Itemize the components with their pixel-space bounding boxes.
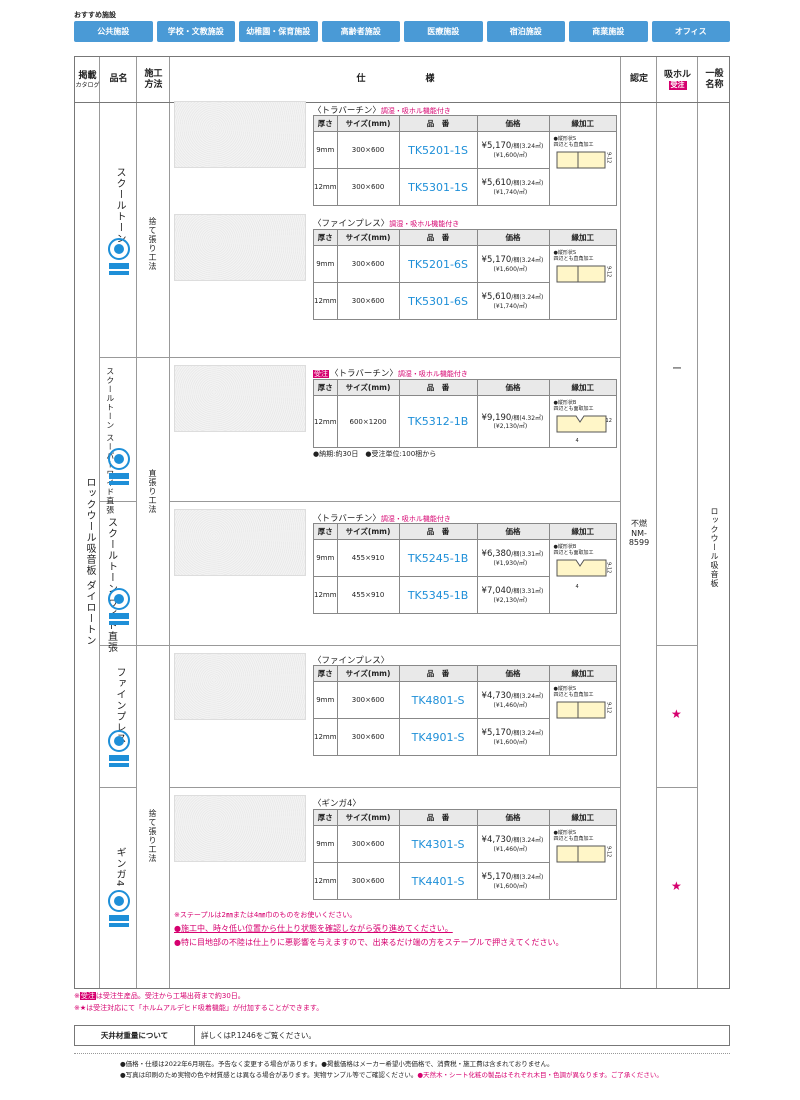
col-spec (170, 57, 621, 988)
recommended-facilities-label: おすすめ施設 (74, 11, 116, 19)
divider-1 (100, 357, 621, 358)
product-title: 〈ファインプレス〉 (313, 656, 390, 666)
facility-public[interactable]: 公共施設 (74, 21, 153, 42)
header-product-name: 品名 (109, 74, 128, 85)
cert-value: 不燃 NM-8599 (628, 519, 650, 548)
group-name-superwide: スクールトーン スーパーワイド直張 (105, 367, 115, 515)
header-spec: 仕様 (356, 74, 435, 85)
header-absorb: 吸ホル受注 (663, 70, 691, 90)
ceiling-weight-label: 天井材重量について (75, 1026, 195, 1045)
divider-2b (100, 501, 137, 502)
facility-kindergarten[interactable]: 幼稚園・保育施設 (239, 21, 318, 42)
general-name: ロックウール吸音板 (710, 507, 719, 588)
edge-profile-icon (556, 151, 606, 169)
facility-lodging[interactable]: 宿泊施設 (486, 21, 565, 42)
staple-note: ※ステープルは2㎜または4㎜巾のものをお使いください。 (174, 911, 357, 919)
table-header: 掲載カタログ 品名 施工方法 仕様 認定 吸ホル受注 一般名称 (75, 57, 729, 103)
facility-office[interactable]: オフィス (651, 21, 730, 42)
facility-commercial[interactable]: 商業施設 (569, 21, 648, 42)
staple-note: ●施工中、時々低い位置から仕上り状態を確認しながら張り進めてください。 (174, 924, 453, 933)
product-swatch (174, 365, 306, 432)
edge-profile-icon (556, 701, 606, 719)
product-swatch (174, 101, 306, 168)
group-name-ginga: ギンガ4 (114, 847, 125, 888)
header-general: 一般名称 (705, 68, 724, 90)
group-name-finepress: ファインプレス (114, 667, 125, 744)
method-direct: 直張り工法 (148, 469, 157, 514)
divider-3 (100, 645, 621, 646)
group-name-schooltone: スクールトーン (114, 167, 125, 244)
eco-mark-icon (108, 588, 130, 625)
col-method (137, 57, 170, 988)
footnote-order: ※受注は受注生産品。受注から工場出荷まで約30日。 (74, 992, 245, 1000)
facility-school[interactable]: 学校・文教施設 (156, 21, 235, 42)
col-absorb (657, 57, 698, 988)
col-catalog (75, 57, 100, 988)
bottom-note: ●写真は印刷のため実物の色や材質感とは異なる場合があります。実物サンプル等でご確… (120, 1071, 663, 1079)
method-finepress: 捨て張り工法 (148, 809, 157, 863)
product-title: 〈トラバーチン〉調湿・吸ホル機能付き (313, 514, 451, 524)
divider-2 (170, 501, 621, 502)
divider-dotted (74, 1053, 730, 1054)
delivery-note: ●納期:約30日 ●受注単位:100梱から (313, 450, 437, 458)
col-name (100, 57, 137, 988)
bottom-note: ●価格・仕様は2022年6月現在。予告なく変更する場合があります。●掲載価格はメ… (120, 1060, 554, 1068)
header-cert: 認定 (629, 74, 648, 85)
product-title: 〈トラバーチン〉調湿・吸ホル機能付き (313, 106, 451, 116)
divider-4b (170, 787, 621, 788)
product-title: 〈ギンガ4〉 (313, 799, 361, 809)
divider-3b (657, 645, 698, 646)
group-name-wide: スクールトーン ワイド直張 (105, 517, 117, 654)
product-table: 掲載カタログ 品名 施工方法 仕様 認定 吸ホル受注 一般名称 ロックウール吸音… (74, 56, 730, 989)
facility-elderly[interactable]: 高齢者施設 (321, 21, 400, 42)
product-swatch (174, 653, 306, 720)
header-catalog: 掲載カタログ (75, 70, 100, 89)
edge-profile-icon (556, 415, 607, 433)
edge-profile-icon (556, 265, 606, 283)
facility-bar: 公共施設 学校・文教施設 幼稚園・保育施設 高齢者施設 医療施設 宿泊施設 商業… (74, 21, 730, 42)
ceiling-weight-box: 天井材重量について 詳しくはP.1246をご覧ください。 (74, 1025, 730, 1046)
absorb-dash: ー (672, 364, 682, 375)
product-swatch (174, 795, 306, 862)
divider-4 (100, 787, 137, 788)
star-icon: ★ (671, 879, 682, 893)
divider-4c (657, 787, 698, 788)
ceiling-weight-text[interactable]: 詳しくはP.1246をご覧ください。 (201, 1031, 316, 1040)
product-title: 〈ファインプレス〉調湿・吸ホル機能付き (313, 219, 460, 229)
facility-medical[interactable]: 医療施設 (404, 21, 483, 42)
col-cert (621, 57, 657, 988)
catalog-name: ロックウール吸音板 ダイロートン (84, 477, 95, 647)
star-icon: ★ (671, 707, 682, 721)
staple-note: ●特に目地部の不陸は仕上りに悪影響を与えますので、出来るだけ端の方をステープルで… (174, 938, 564, 947)
eco-mark-icon (108, 238, 130, 275)
edge-profile-icon (556, 845, 606, 863)
product-title: 受注〈トラバーチン〉調湿・吸ホル機能付き (313, 369, 468, 379)
product-swatch (174, 214, 306, 281)
eco-mark-icon (108, 730, 130, 767)
eco-mark-icon (108, 448, 130, 485)
edge-profile-icon (556, 559, 607, 577)
method-schooltone: 捨て張り工法 (148, 217, 157, 271)
footnote-star: ※★は受注対応にて「ホルムアルデヒド吸着機能」が付加することができます。 (74, 1004, 324, 1012)
product-swatch (174, 509, 306, 576)
eco-mark-icon (108, 890, 130, 927)
header-method: 施工方法 (144, 68, 163, 90)
